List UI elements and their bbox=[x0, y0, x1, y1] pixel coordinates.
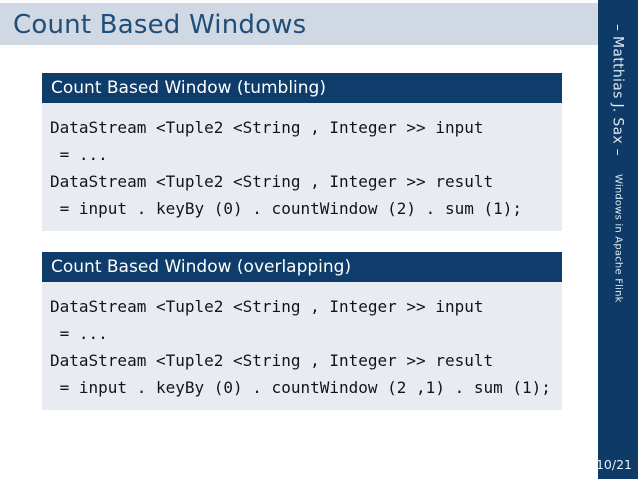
block-body-tumbling: DataStream <Tuple2 <String , Integer >> … bbox=[42, 103, 562, 231]
block-title-tumbling: Count Based Window (tumbling) bbox=[42, 73, 562, 103]
block-body-overlapping: DataStream <Tuple2 <String , Integer >> … bbox=[42, 282, 562, 410]
sidebar-vertical-text: – Matthias J. Sax – Windows in Apache Fli… bbox=[609, 24, 628, 303]
code-line: = ... bbox=[50, 324, 108, 343]
code-line: DataStream <Tuple2 <String , Integer >> … bbox=[50, 118, 484, 137]
code-line: DataStream <Tuple2 <String , Integer >> … bbox=[50, 351, 494, 370]
block-title-overlapping: Count Based Window (overlapping) bbox=[42, 252, 562, 282]
code-block-overlapping: Count Based Window (overlapping) DataStr… bbox=[42, 252, 562, 410]
code-line: = input . keyBy (0) . countWindow (2) . … bbox=[50, 199, 523, 218]
sidebar: – Matthias J. Sax – Windows in Apache Fli… bbox=[595, 0, 638, 479]
frame-title: Count Based Windows bbox=[13, 10, 307, 40]
sidebar-talk-title: Windows in Apache Flink bbox=[612, 174, 624, 303]
code-line: = input . keyBy (0) . countWindow (2 ,1)… bbox=[50, 378, 551, 397]
code-line: DataStream <Tuple2 <String , Integer >> … bbox=[50, 297, 484, 316]
sidebar-author: – Matthias J. Sax – bbox=[609, 24, 626, 157]
page-number: 10/21 bbox=[595, 457, 632, 472]
code-block-tumbling: Count Based Window (tumbling) DataStream… bbox=[42, 73, 562, 231]
code-line: = ... bbox=[50, 145, 108, 164]
code-line: DataStream <Tuple2 <String , Integer >> … bbox=[50, 172, 494, 191]
frame-title-bar: Count Based Windows bbox=[0, 3, 598, 45]
